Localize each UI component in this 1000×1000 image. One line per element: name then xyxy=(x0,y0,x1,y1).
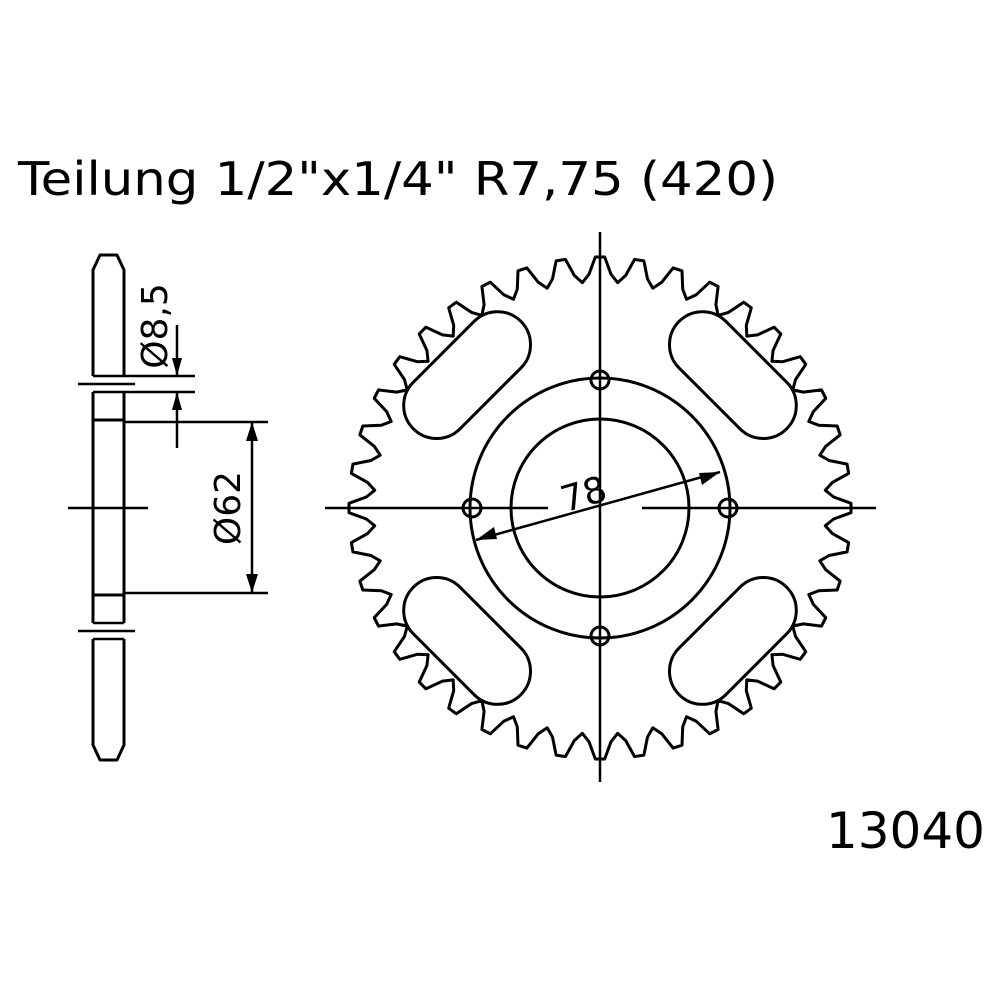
center-bore-dimension: Ø62 xyxy=(208,471,249,545)
pitch-title: Teilung 1/2"x1/4" R7,75 (420) xyxy=(17,152,778,206)
bolt-circle-dimension-line xyxy=(475,470,721,542)
lightening-cutout xyxy=(402,310,533,441)
section-lower-web xyxy=(91,593,126,762)
lightening-cutout xyxy=(402,575,533,706)
lightening-cutout xyxy=(667,575,798,706)
section-upper-web xyxy=(91,253,126,422)
sprocket-teeth-outline xyxy=(347,255,853,761)
sprocket-front-view: 78 xyxy=(325,232,876,782)
bolt-hole-dimension: Ø8,5 xyxy=(135,283,176,369)
side-section-view: Ø8,5 Ø62 xyxy=(68,253,268,762)
part-number: 13040 xyxy=(826,802,985,860)
lightening-cutout xyxy=(667,310,798,441)
bolt-circle-dimension: 78 xyxy=(556,469,611,521)
